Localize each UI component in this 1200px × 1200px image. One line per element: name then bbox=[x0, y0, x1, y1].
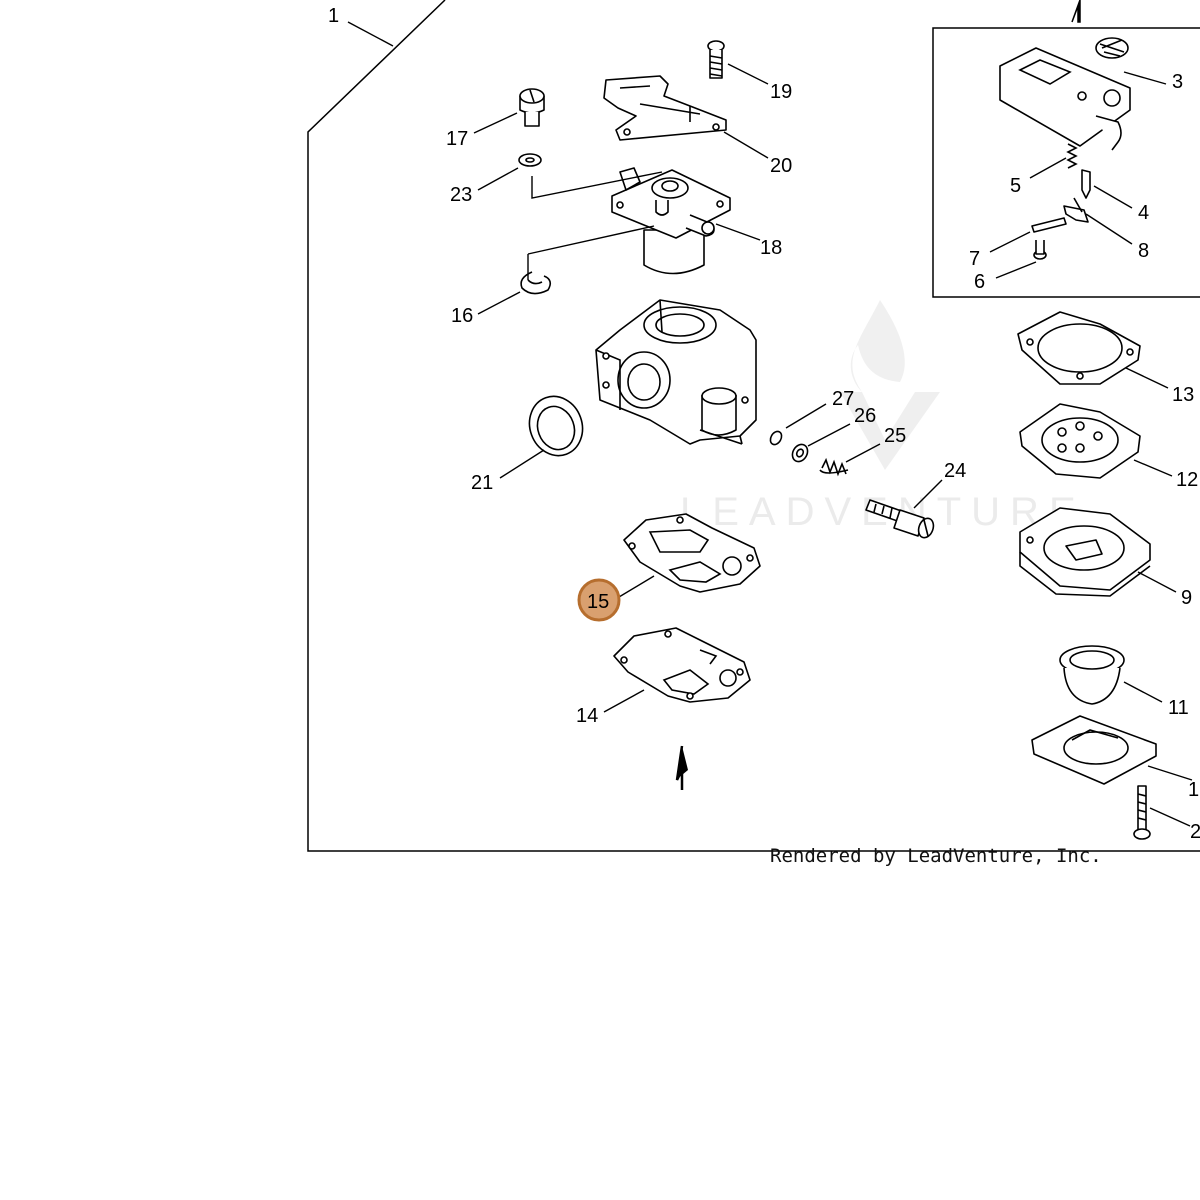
callout-15-highlighted[interactable]: 15 bbox=[577, 578, 621, 622]
callout-2[interactable]: 2 bbox=[1190, 821, 1200, 843]
callout-18[interactable]: 18 bbox=[760, 237, 782, 259]
part-3-pump-cover[interactable] bbox=[999, 37, 1131, 151]
direction-arrow-bottom-head bbox=[676, 746, 688, 780]
watermark-flame-icon bbox=[850, 300, 905, 392]
part-9-metering-body[interactable] bbox=[1019, 507, 1151, 597]
callout-10[interactable]: 1 bbox=[1188, 779, 1199, 801]
callout-6[interactable]: 6 bbox=[974, 271, 985, 293]
part-4-needle[interactable] bbox=[1081, 169, 1091, 199]
part-25-spring[interactable] bbox=[819, 457, 849, 477]
inset-box bbox=[932, 27, 1200, 298]
callout-5[interactable]: 5 bbox=[1010, 175, 1021, 197]
carburetor-body bbox=[595, 299, 757, 445]
selected-callout-badge[interactable] bbox=[577, 578, 621, 622]
callout-1[interactable]: 1 bbox=[328, 5, 339, 27]
part-14-diaphragm[interactable] bbox=[613, 627, 751, 703]
part-12-diaphragm[interactable] bbox=[1019, 403, 1141, 479]
part-15-gasket[interactable] bbox=[623, 513, 761, 593]
part-8-lever[interactable] bbox=[1063, 197, 1089, 223]
callout-4[interactable]: 4 bbox=[1138, 202, 1149, 224]
callout-26[interactable]: 26 bbox=[854, 405, 876, 427]
part-21-gasket-ring[interactable] bbox=[521, 389, 590, 463]
part-17-screw[interactable] bbox=[519, 88, 545, 127]
render-credit: Rendered by LeadVenture, Inc. bbox=[770, 845, 1102, 867]
part-13-gasket[interactable] bbox=[1017, 311, 1141, 385]
part-18-throttle-assembly[interactable] bbox=[611, 167, 731, 275]
callout-12[interactable]: 12 bbox=[1176, 469, 1198, 491]
callout-27[interactable]: 27 bbox=[832, 388, 854, 410]
part-7-pin[interactable] bbox=[1031, 217, 1067, 233]
callout-7[interactable]: 7 bbox=[969, 248, 980, 270]
callout-11[interactable]: 11 bbox=[1168, 697, 1189, 719]
part-10-primer-cover[interactable] bbox=[1031, 715, 1157, 785]
watermark-v-icon bbox=[840, 392, 940, 470]
part-6-screw[interactable] bbox=[1033, 240, 1047, 260]
part-11-primer-bulb[interactable] bbox=[1059, 645, 1125, 705]
leader-lines bbox=[347, 21, 1193, 827]
part-26-washer[interactable] bbox=[789, 442, 810, 465]
callout-16[interactable]: 16 bbox=[451, 305, 473, 327]
callout-15[interactable]: 15 bbox=[587, 591, 609, 613]
part-23-washer[interactable] bbox=[518, 153, 542, 167]
callout-19[interactable]: 19 bbox=[770, 81, 792, 103]
callout-20[interactable]: 20 bbox=[770, 155, 792, 177]
part-19-screw[interactable] bbox=[707, 40, 725, 79]
part-20-bracket[interactable] bbox=[603, 75, 727, 141]
callout-24[interactable]: 24 bbox=[944, 460, 966, 482]
part-24-adjustment-screw[interactable] bbox=[865, 499, 936, 540]
part-16-e-ring[interactable] bbox=[520, 271, 552, 295]
part-5-spring[interactable] bbox=[1066, 143, 1078, 169]
callout-17[interactable]: 17 bbox=[446, 128, 468, 150]
callout-14[interactable]: 14 bbox=[576, 705, 598, 727]
part-27-o-ring[interactable] bbox=[768, 429, 784, 446]
callout-3[interactable]: 3 bbox=[1172, 71, 1183, 93]
assembly-frame bbox=[307, 0, 1200, 852]
direction-arrow-top bbox=[1071, 0, 1081, 23]
callout-23[interactable]: 23 bbox=[450, 184, 472, 206]
callout-21[interactable]: 21 bbox=[471, 472, 493, 494]
part-2-long-screw[interactable] bbox=[1133, 785, 1151, 840]
callout-25[interactable]: 25 bbox=[884, 425, 906, 447]
callout-9[interactable]: 9 bbox=[1181, 587, 1192, 609]
callout-8[interactable]: 8 bbox=[1138, 240, 1149, 262]
callout-labels: 1 19 20 17 23 18 16 21 27 26 25 24 14 3 … bbox=[328, 5, 1200, 843]
callout-13[interactable]: 13 bbox=[1172, 384, 1194, 406]
